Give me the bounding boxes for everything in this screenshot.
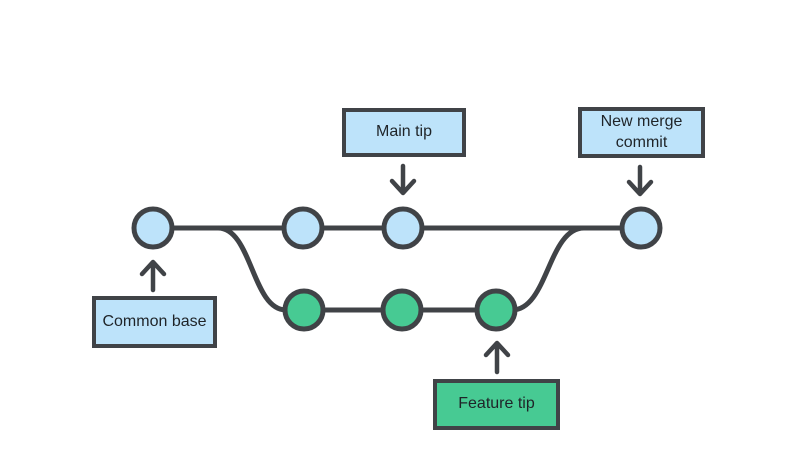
- commit-node-main-tip: [381, 206, 425, 250]
- common-base-label-text: Common base: [102, 312, 207, 330]
- new-merge-arrow-down-icon: [626, 164, 654, 197]
- feature-tip-label-text: Feature tip: [458, 395, 535, 413]
- common-base-arrow-up-icon: [139, 259, 167, 293]
- branch-merge-curve: [511, 225, 585, 313]
- feature-tip-arrow-up-icon: [483, 340, 511, 375]
- commit-node-feature-2: [380, 288, 424, 332]
- commit-node-main-2: [281, 206, 325, 250]
- new-merge-commit-label: New merge commit: [578, 107, 705, 158]
- branch-split-curve: [217, 225, 287, 313]
- main-tip-label: Main tip: [342, 108, 466, 157]
- commit-node-common-base: [131, 206, 175, 250]
- feature-tip-label: Feature tip: [433, 379, 560, 430]
- commit-node-feature-1: [282, 288, 326, 332]
- main-tip-arrow-down-icon: [389, 163, 417, 196]
- main-tip-label-text: Main tip: [375, 123, 433, 141]
- new-merge-commit-label-text: New merge commit: [600, 112, 683, 151]
- commit-node-feature-tip: [474, 288, 518, 332]
- commit-node-merge-commit: [619, 206, 663, 250]
- common-base-label: Common base: [92, 296, 217, 348]
